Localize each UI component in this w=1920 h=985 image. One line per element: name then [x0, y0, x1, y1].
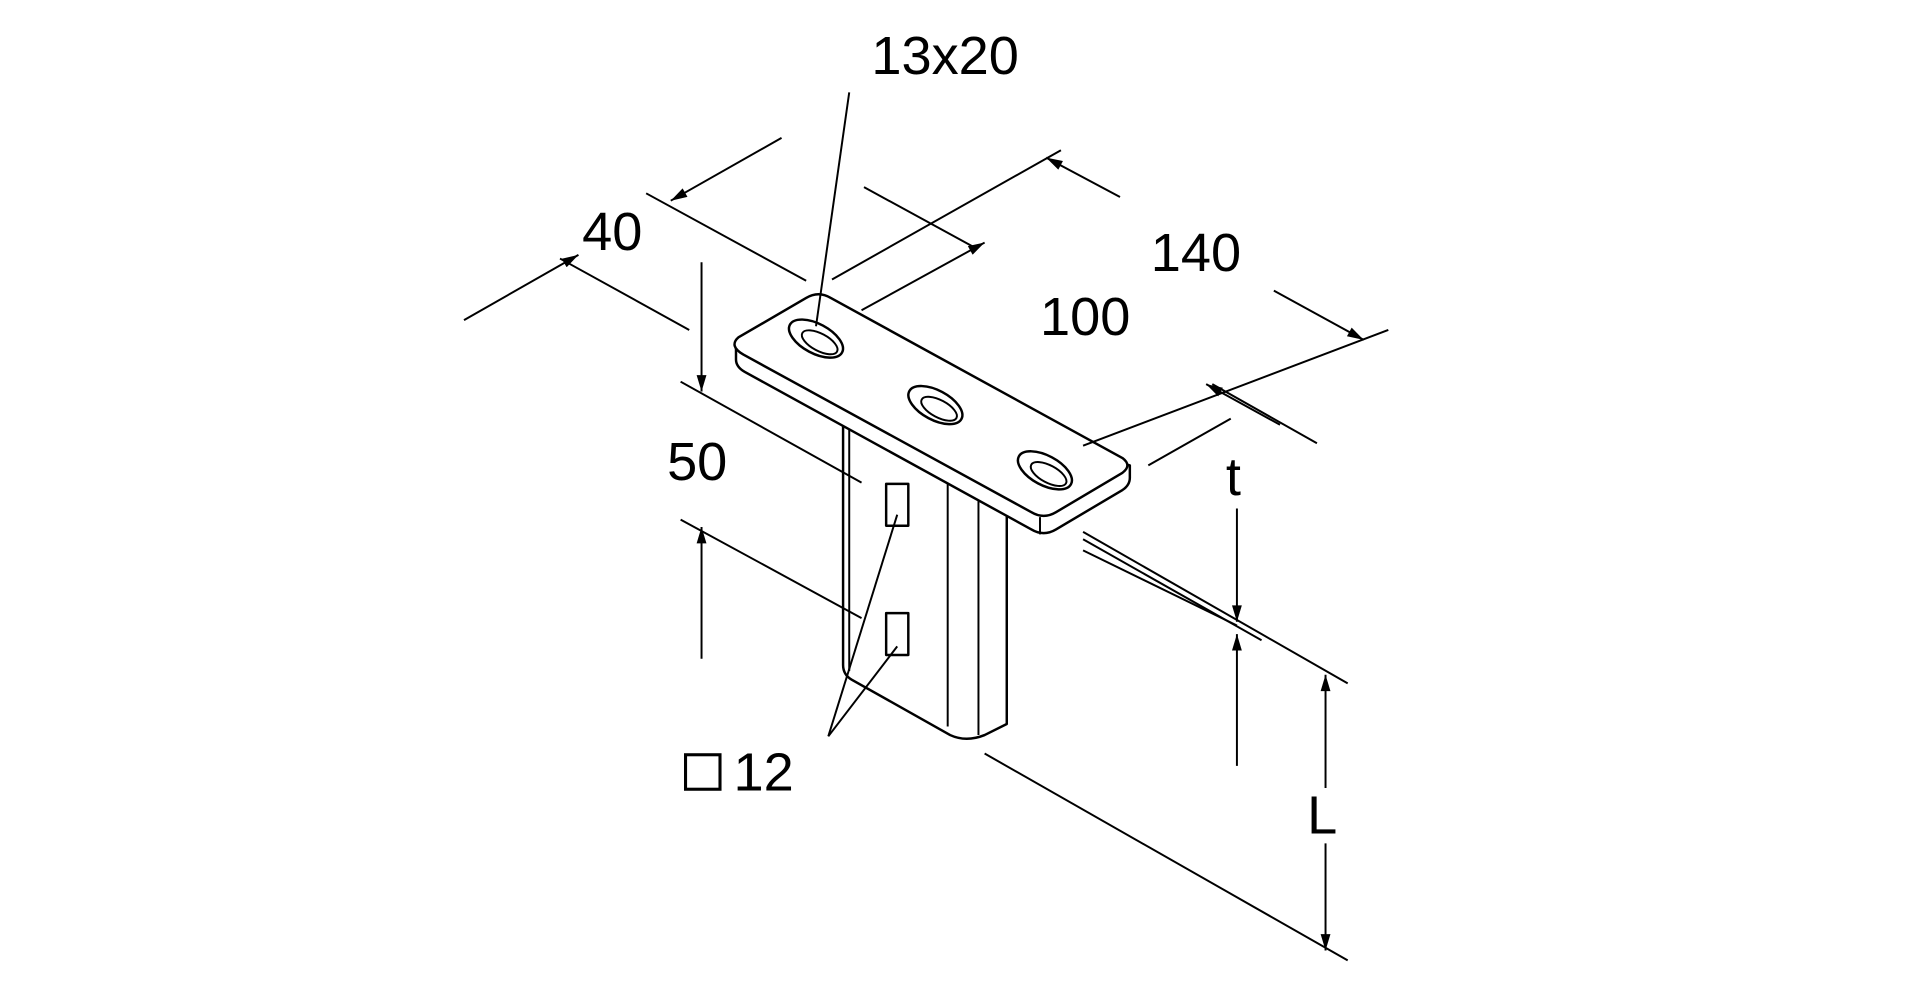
thickness-label: t: [1226, 447, 1241, 507]
square-hole: [884, 611, 910, 657]
length-variable-label: L: [1307, 786, 1337, 846]
square-symbol-icon: [684, 753, 722, 791]
square-hole: [884, 482, 910, 527]
slot-size-label: 13x20: [871, 26, 1019, 86]
width-label: 40: [582, 202, 642, 262]
mounting-plate: [733, 293, 1132, 535]
square-hole-label: 12: [734, 742, 794, 802]
hole-spacing-label: 100: [1040, 287, 1130, 347]
height-offset-label: 50: [667, 432, 727, 492]
length-label: 140: [1151, 223, 1241, 283]
slot-hole: [1016, 450, 1074, 491]
slot-hole: [787, 318, 845, 359]
slot-hole: [907, 384, 964, 426]
dimension-lines: [463, 92, 1389, 962]
